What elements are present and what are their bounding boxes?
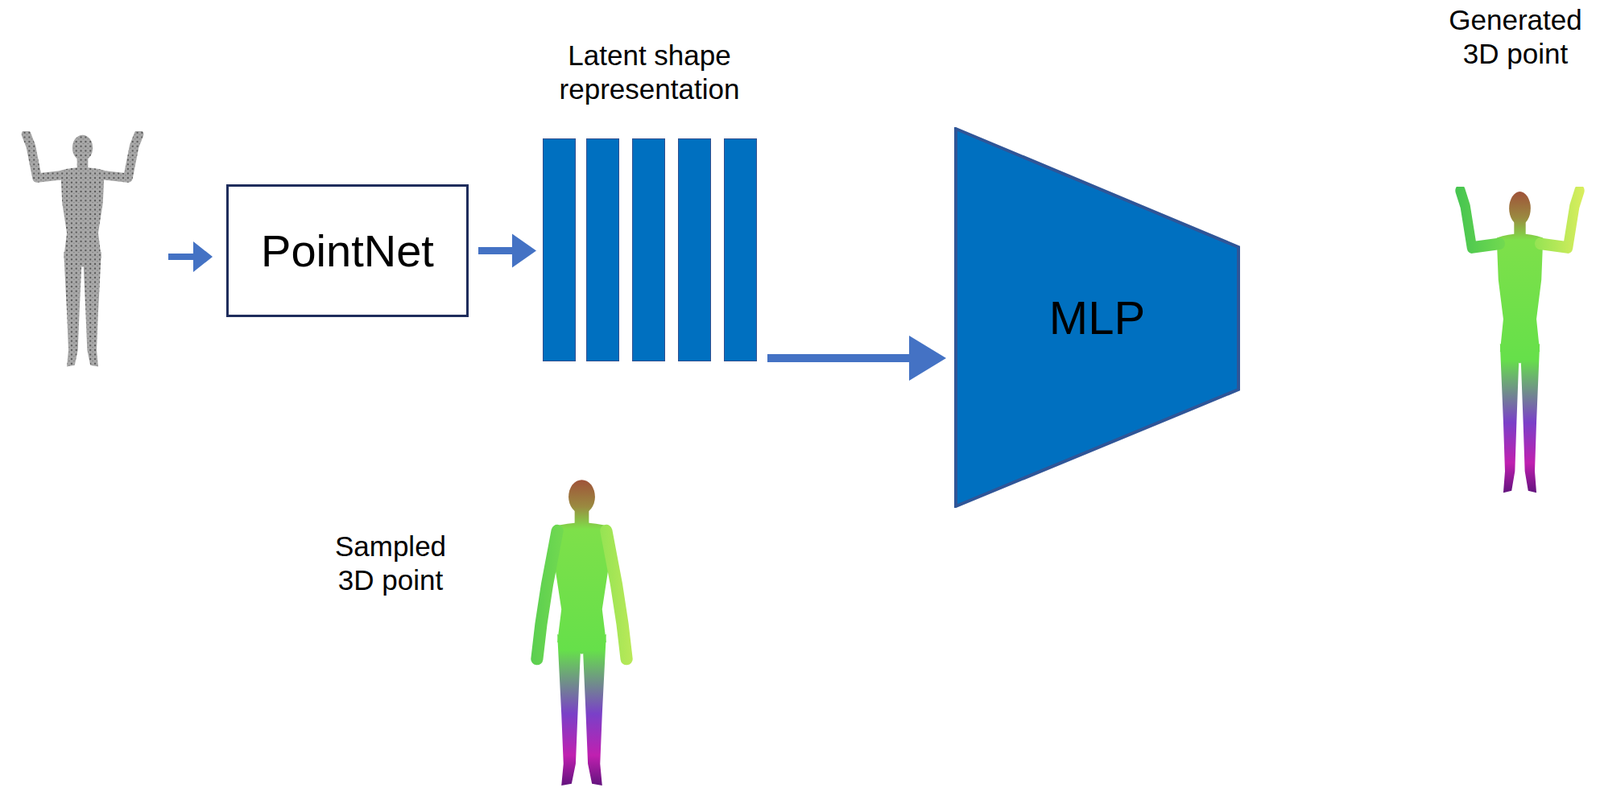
- latent-bar: [542, 138, 576, 362]
- latent-bar: [632, 138, 666, 362]
- latent-bar: [723, 138, 757, 362]
- node-label: PointNet: [260, 223, 435, 278]
- mlp-decoder: MLP: [954, 127, 1241, 509]
- encoder-box: PointNet: [226, 184, 469, 318]
- latent-bar: [678, 138, 712, 362]
- latent-heading: Latent shape representation: [542, 38, 757, 107]
- arrow-shape: [767, 335, 947, 381]
- input-arrow: [161, 233, 222, 282]
- generated-body: [1445, 186, 1595, 501]
- latent-bar: [586, 138, 620, 362]
- latent-vector: Latent shape representation: [542, 38, 757, 362]
- flow-arrow: [478, 234, 537, 269]
- flow-arrow: [767, 335, 947, 381]
- arrow-shape: [478, 234, 537, 269]
- output-label: Generated 3D point: [1438, 3, 1592, 71]
- input-point-cloud: [12, 131, 153, 373]
- node-label: MLP: [1049, 289, 1146, 347]
- sampled-body: [510, 475, 654, 794]
- sample-label: Sampled 3D point: [322, 529, 459, 598]
